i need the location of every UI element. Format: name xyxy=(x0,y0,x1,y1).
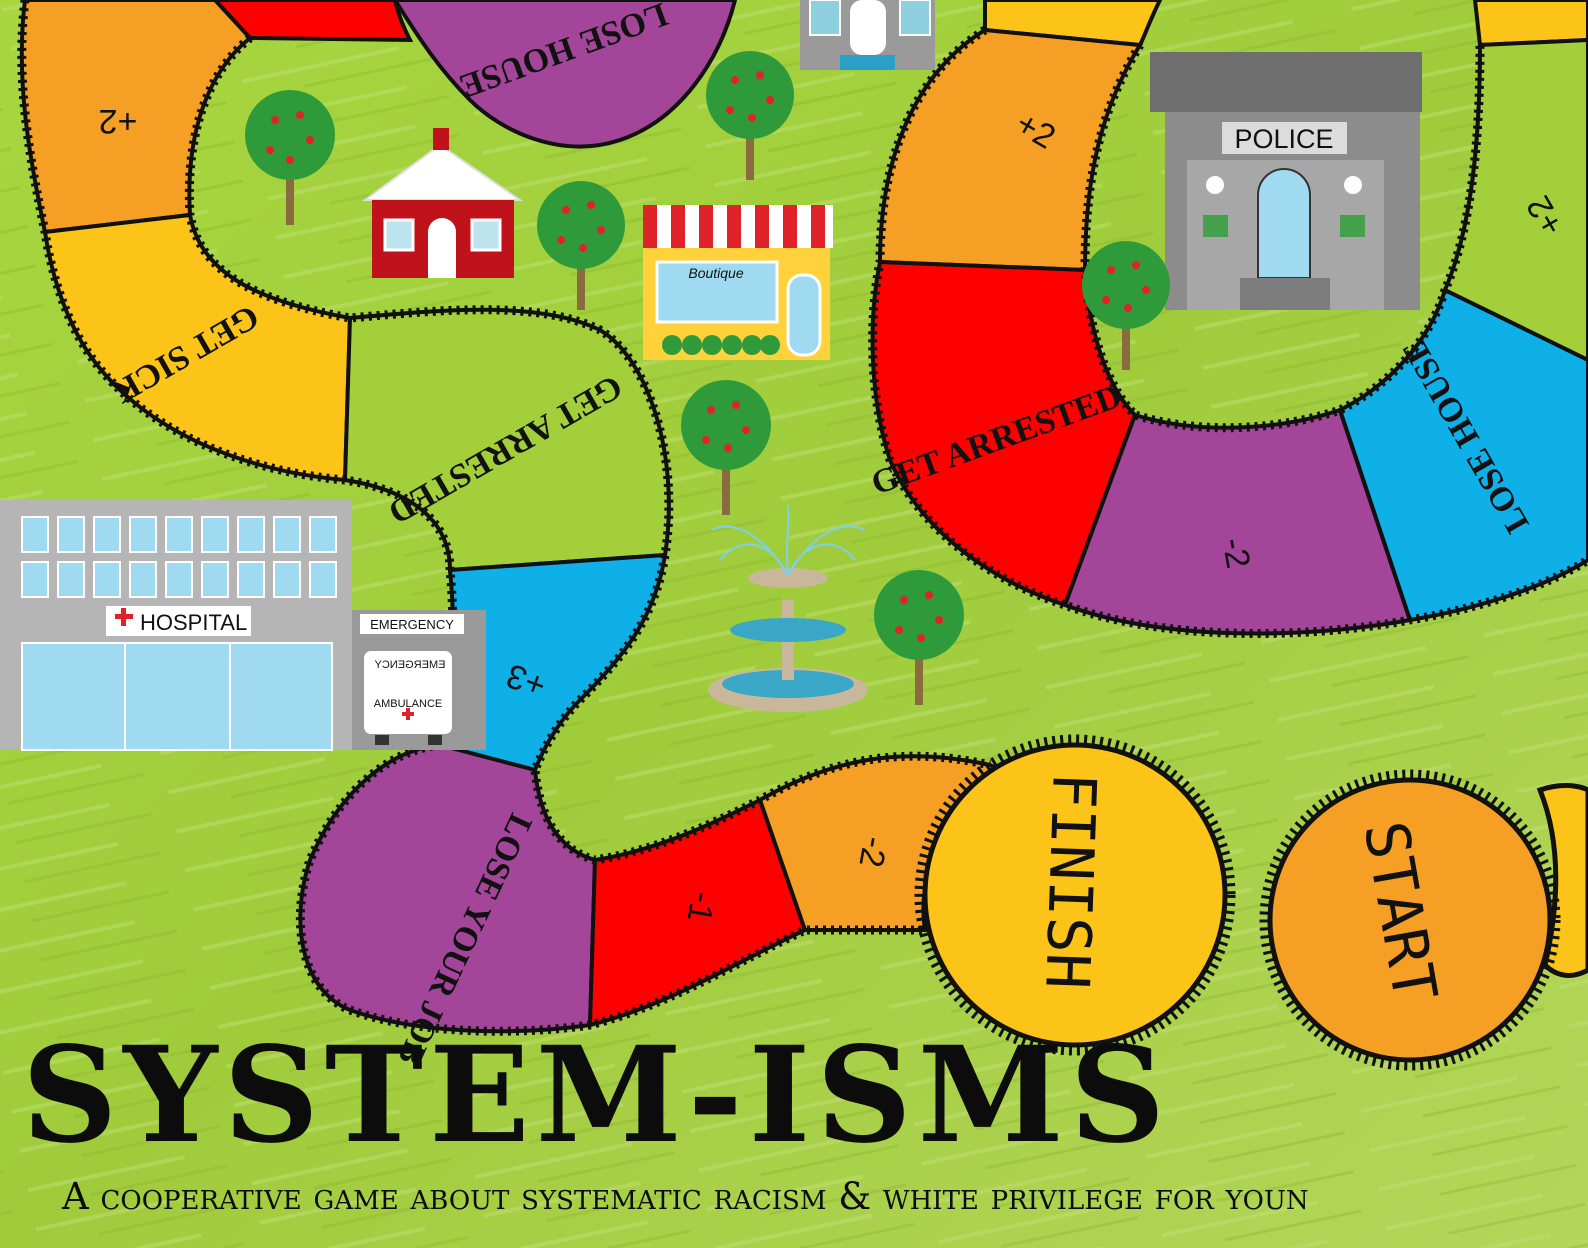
space-minus2-right[interactable] xyxy=(1062,407,1413,636)
house-icon xyxy=(800,0,935,70)
fountain-icon xyxy=(708,504,868,712)
game-title: SYSTEM-ISMS xyxy=(22,1018,1172,1173)
label-plus2-top-left: +2 xyxy=(99,102,138,140)
game-subtitle: A cooperative game about systematic raci… xyxy=(62,1175,1309,1218)
police-station-icon: POLICE xyxy=(1150,52,1422,310)
tree-icon xyxy=(681,380,771,515)
label-minus1: -1 xyxy=(679,889,722,925)
space-get-arrested-right[interactable] xyxy=(870,259,1138,608)
hospital-sign: HOSPITAL xyxy=(140,610,247,635)
tree-icon xyxy=(706,51,794,180)
tree-icon xyxy=(245,90,335,225)
label-finish: FINISH xyxy=(1031,771,1109,990)
label-minus2-right: -2 xyxy=(1214,535,1257,571)
tree-icon xyxy=(874,570,964,705)
tree-icon xyxy=(1082,241,1170,370)
svg-text:EMERGENCY: EMERGENCY xyxy=(374,659,446,671)
space-get-sick[interactable] xyxy=(42,212,353,483)
space-lose-house-top[interactable] xyxy=(392,0,738,149)
ambulance-icon: EMERGENCY AMBULANCE xyxy=(362,649,454,745)
boutique-sign: Boutique xyxy=(688,265,743,281)
tree-icon xyxy=(537,181,625,310)
ambulance-label: AMBULANCE xyxy=(374,698,442,710)
house-icon xyxy=(361,128,524,278)
label-minus2-bottom: -2 xyxy=(851,834,894,870)
space-start[interactable] xyxy=(1267,777,1553,1063)
space-finish[interactable] xyxy=(922,742,1228,1048)
police-sign: POLICE xyxy=(1234,124,1333,154)
boutique-icon: Boutique xyxy=(643,205,833,360)
emergency-sign: EMERGENCY xyxy=(370,617,454,632)
